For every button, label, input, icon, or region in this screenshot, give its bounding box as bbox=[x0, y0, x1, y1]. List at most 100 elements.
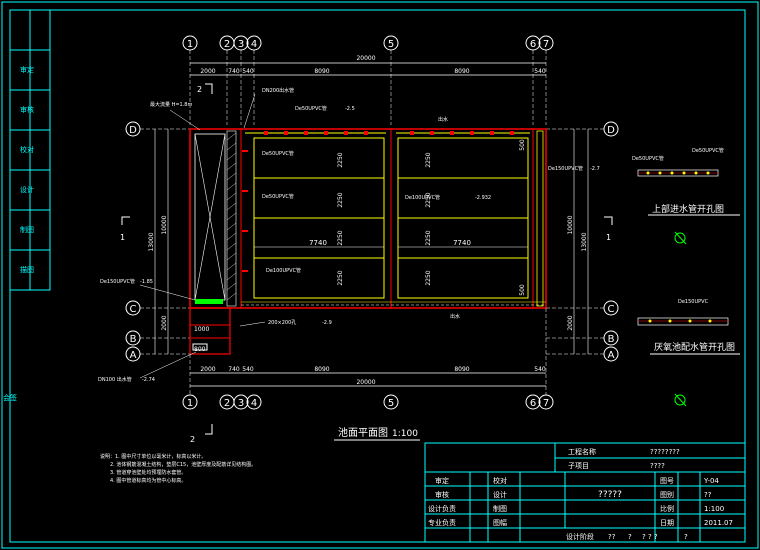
tb-label: 日期 bbox=[660, 519, 674, 527]
grid-label-7: 7 bbox=[543, 39, 549, 50]
annotation: DN100 出水管 bbox=[98, 376, 132, 383]
detail-label: De150UPVC bbox=[678, 299, 709, 305]
grid-label-3: 3 bbox=[238, 39, 244, 50]
dimension-top-value: 8090 bbox=[454, 68, 469, 75]
scale-value: 1:100 bbox=[704, 505, 724, 513]
drawing-title: 池面平面图 1:100 bbox=[334, 426, 420, 441]
grid-label-a-right: A bbox=[608, 350, 615, 361]
tb-row-label: 制图 bbox=[493, 504, 507, 513]
grid-label-4: 4 bbox=[251, 39, 257, 50]
level: -2.7 bbox=[590, 166, 600, 172]
grid-axis-top: 1 2 3 4 5 6 7 bbox=[182, 35, 554, 51]
project-value: ???????? bbox=[650, 448, 680, 456]
section-mark: 2 bbox=[197, 85, 202, 94]
tb-bottom-value: ?? bbox=[608, 533, 616, 541]
tb-bottom-value: ? bbox=[628, 533, 632, 541]
level: -2.5 bbox=[345, 106, 355, 112]
small-dim: 800 bbox=[194, 346, 206, 353]
sidebar-label: 校对 bbox=[20, 145, 34, 154]
notes: 说明：1. 图中尺寸单位以毫米计，标高以米计。 2. 池体钢筋混凝土结构，垫层C… bbox=[100, 453, 256, 484]
annotation: De150UPVC管 bbox=[100, 278, 135, 285]
annotation: 出水 bbox=[450, 313, 460, 320]
dimension-bottom-value: 8090 bbox=[454, 366, 469, 373]
dimension-bottom-value: 8090 bbox=[314, 366, 329, 373]
tb-label: 图号 bbox=[660, 477, 674, 485]
annotation: De50UPVC管 bbox=[295, 105, 327, 112]
grid-label-6: 6 bbox=[530, 39, 536, 50]
grid-label-5-bottom: 5 bbox=[388, 398, 394, 409]
tb-label: 比例 bbox=[660, 504, 674, 513]
dimension-right-value: 10000 bbox=[567, 215, 574, 234]
drawing-name: ????? bbox=[598, 490, 622, 500]
small-dim: 1000 bbox=[194, 326, 209, 333]
small-dim: 500 bbox=[519, 139, 526, 151]
tb-bottom-value: ? ? ? bbox=[642, 533, 658, 541]
sidebar-label: 制图 bbox=[20, 225, 34, 234]
dimension-right-value: 2000 bbox=[567, 315, 574, 330]
sidebar-strip: 审定 审核 校对 设计 制图 描图 会签 bbox=[3, 9, 51, 402]
level: -2.74 bbox=[142, 377, 155, 383]
annotation: DN200出水管 bbox=[262, 87, 294, 94]
inner-dimensions: 2250 2250 2250 2250 2250 2250 2250 2250 … bbox=[194, 139, 528, 353]
grid-label-3-bottom: 3 bbox=[238, 398, 244, 409]
inner-dim: 2250 bbox=[425, 192, 432, 207]
grid-label-2-bottom: 2 bbox=[224, 398, 230, 409]
detail-title: 上部进水管开孔图 bbox=[652, 203, 724, 215]
dimension-top-value: 8090 bbox=[314, 68, 329, 75]
annotation: De100UPVC管 bbox=[266, 267, 301, 274]
grid-label-1-bottom: 1 bbox=[187, 398, 193, 409]
grid-axis-right: D C B A 10000 2000 13000 bbox=[546, 121, 619, 362]
dimension-bottom-value: 740 bbox=[228, 366, 240, 373]
note-line: 4. 图中管道标高均为管中心标高。 bbox=[110, 477, 186, 484]
dimension-left-total: 13000 bbox=[148, 232, 155, 251]
inner-dim: 2250 bbox=[337, 270, 344, 285]
sidebar-label: 会签 bbox=[3, 393, 17, 402]
tank-plan bbox=[189, 128, 547, 355]
grid-label-c: C bbox=[130, 304, 137, 315]
sheet-value: ?? bbox=[704, 491, 712, 499]
level: -1.85 bbox=[140, 279, 153, 285]
section-mark: 1 bbox=[120, 233, 125, 242]
item-value: ???? bbox=[650, 462, 665, 470]
grid-label-d: D bbox=[129, 125, 137, 136]
title-block bbox=[424, 442, 746, 543]
tb-row-label: 审核 bbox=[435, 490, 449, 499]
annotation: 最大流量 H=1.8m bbox=[150, 101, 192, 108]
sidebar-label: 审核 bbox=[20, 105, 34, 114]
annotation: De50UPVC管 bbox=[262, 150, 294, 157]
detail-label: De50UPVC管 bbox=[632, 155, 664, 162]
grid-axis-bottom: 2000 740 540 8090 8090 540 20000 1 2 3 4… bbox=[182, 308, 554, 410]
project-label: 工程名称 bbox=[568, 447, 596, 456]
dimension-top-value: 540 bbox=[242, 68, 254, 75]
grid-label-b-right: B bbox=[608, 334, 615, 345]
level: -2.9 bbox=[322, 320, 332, 326]
dimension-bottom-value: 540 bbox=[242, 366, 254, 373]
title-block-text: 工程名称 ???????? 子项目 ???? 审定 校对 审核 设计 设计负责 … bbox=[428, 447, 733, 541]
tb-row-label: 专业负责 bbox=[428, 518, 456, 527]
sidebar-label: 设计 bbox=[20, 185, 34, 194]
dimension-top: 20000 2000 740 540 8090 8090 540 bbox=[189, 50, 547, 125]
grid-label-d-right: D bbox=[607, 125, 615, 136]
grid-axis-left: D C B A 10000 2000 13000 bbox=[125, 121, 190, 362]
annotation: De150UPVC管 bbox=[548, 165, 583, 172]
dimension-bottom-value: 540 bbox=[534, 366, 546, 373]
detail-inlet-openings: De50UPVC管 De50UPVC管 上部进水管开孔图 bbox=[632, 147, 740, 245]
section-mark: 1 bbox=[606, 233, 611, 242]
dimension-top-value: 740 bbox=[228, 68, 240, 75]
annotation: 200×200孔 bbox=[268, 319, 296, 326]
note-line: 2. 池体钢筋混凝土结构，垫层C15，池壁厚度及配筋详见结构图。 bbox=[110, 461, 256, 468]
tb-row-label: 审定 bbox=[435, 476, 449, 485]
tb-row-label: 校对 bbox=[493, 476, 507, 485]
note-line: 说明：1. 图中尺寸单位以毫米计，标高以米计。 bbox=[100, 453, 206, 460]
grid-label-5: 5 bbox=[388, 39, 394, 50]
dimension-total-bottom: 20000 bbox=[356, 379, 375, 386]
dimension-left-value: 2000 bbox=[161, 315, 168, 330]
grid-label-1: 1 bbox=[187, 39, 193, 50]
inner-dim: 2250 bbox=[425, 152, 432, 167]
grid-label-a: A bbox=[130, 350, 137, 361]
dimension-top-value: 2000 bbox=[200, 68, 215, 75]
dimension-right-total: 13000 bbox=[581, 232, 588, 251]
tb-row-label: 设计 bbox=[493, 490, 507, 499]
annotations: 最大流量 H=1.8m DN200出水管 De50UPVC管 -2.5 De50… bbox=[98, 87, 600, 383]
